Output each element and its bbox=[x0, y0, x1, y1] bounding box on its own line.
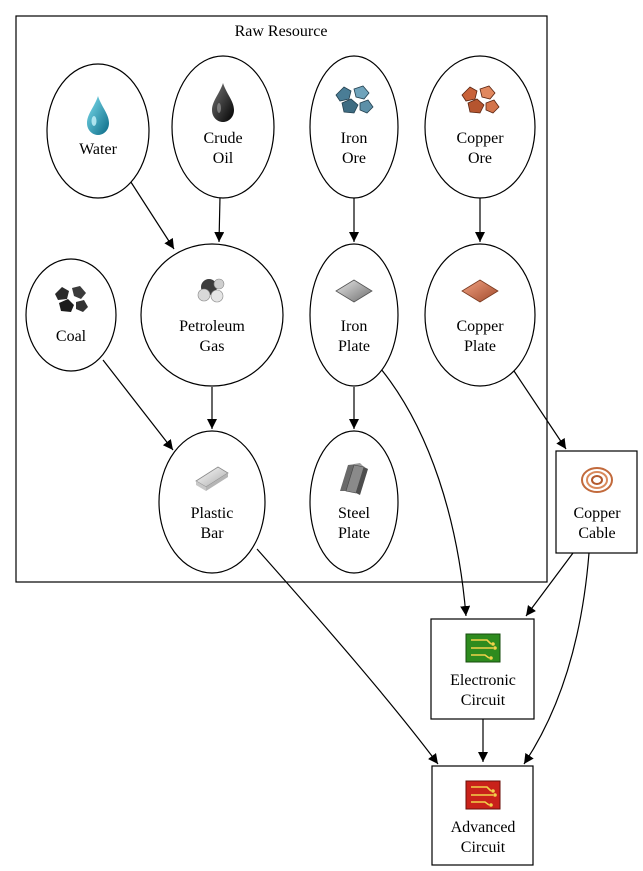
node-copper-ore[interactable]: Copper Ore bbox=[424, 55, 536, 199]
node-advanced-circuit[interactable]: Advanced Circuit bbox=[431, 765, 534, 866]
node-label-line: Ore bbox=[468, 150, 492, 167]
copper-plate-icon bbox=[461, 279, 499, 303]
node-iron-ore[interactable]: Iron Ore bbox=[309, 55, 399, 199]
node-copper-plate[interactable]: Copper Plate bbox=[424, 243, 536, 387]
node-label-line: Petroleum bbox=[179, 318, 245, 335]
iron-ore-icon bbox=[335, 85, 374, 114]
edge-copper-cable-electronic-circuit bbox=[525, 552, 574, 617]
node-label-line: Crude bbox=[203, 130, 242, 147]
copper-cable-icon bbox=[581, 467, 613, 493]
node-label-line: Plate bbox=[338, 338, 370, 355]
node-plastic-bar[interactable]: Plastic Bar bbox=[158, 430, 266, 574]
edge-water-petroleum-gas bbox=[126, 175, 175, 250]
node-label-line: Ore bbox=[342, 150, 366, 167]
node-water[interactable]: Water bbox=[46, 63, 150, 199]
node-iron-plate[interactable]: Iron Plate bbox=[309, 243, 399, 387]
edge-iron-plate-electronic-circuit bbox=[380, 368, 471, 617]
node-label-line: Circuit bbox=[461, 692, 506, 709]
petroleum-gas-icon bbox=[197, 278, 225, 303]
node-electronic-circuit[interactable]: Electronic Circuit bbox=[430, 618, 535, 720]
node-label-line: Water bbox=[79, 141, 117, 158]
edge-plastic-bar-advanced-circuit bbox=[256, 548, 439, 765]
node-label-line: Plate bbox=[338, 525, 370, 542]
node-label-line: Gas bbox=[200, 338, 225, 355]
raw-resource-cluster bbox=[15, 15, 548, 583]
electronic-circuit-icon bbox=[465, 633, 501, 663]
node-label-line: Electronic bbox=[450, 672, 516, 689]
node-label-line: Copper bbox=[456, 130, 504, 147]
edges-layer bbox=[102, 175, 590, 765]
node-label-line: Oil bbox=[213, 150, 234, 167]
steel-plate-icon bbox=[340, 463, 368, 495]
edge-coal-plastic-bar bbox=[102, 359, 174, 451]
node-label-line: Iron bbox=[341, 130, 368, 147]
iron-plate-icon bbox=[335, 279, 373, 303]
advanced-circuit-icon bbox=[465, 780, 501, 810]
copper-ore-icon bbox=[461, 85, 500, 114]
plastic-bar-icon bbox=[195, 466, 229, 491]
oil-drop-icon bbox=[212, 83, 234, 122]
node-label-line: Bar bbox=[200, 525, 224, 542]
node-label-line: Steel bbox=[338, 505, 371, 522]
edge-crude-oil-petroleum-gas bbox=[214, 196, 225, 243]
node-crude-oil[interactable]: Crude Oil bbox=[171, 55, 275, 199]
node-label-line: Circuit bbox=[461, 839, 506, 856]
node-label-line: Coal bbox=[56, 328, 87, 345]
node-copper-cable[interactable]: Copper Cable bbox=[555, 450, 638, 554]
coal-icon bbox=[55, 286, 88, 312]
node-label-line: Copper bbox=[573, 505, 621, 522]
node-petroleum-gas[interactable]: Petroleum Gas bbox=[140, 243, 284, 387]
node-label-line: Plastic bbox=[191, 505, 234, 522]
water-drop-icon bbox=[87, 96, 109, 135]
node-label-line: Cable bbox=[578, 525, 615, 542]
edge-copper-cable-advanced-circuit bbox=[523, 552, 590, 765]
node-label-line: Plate bbox=[464, 338, 496, 355]
edge-copper-plate-copper-cable bbox=[513, 370, 567, 450]
cluster-label: Raw Resource bbox=[235, 23, 328, 40]
node-label-line: Copper bbox=[456, 318, 504, 335]
node-steel-plate[interactable]: Steel Plate bbox=[309, 430, 399, 574]
node-label-line: Advanced bbox=[451, 819, 516, 836]
node-label-line: Iron bbox=[341, 318, 368, 335]
node-coal[interactable]: Coal bbox=[25, 258, 117, 372]
